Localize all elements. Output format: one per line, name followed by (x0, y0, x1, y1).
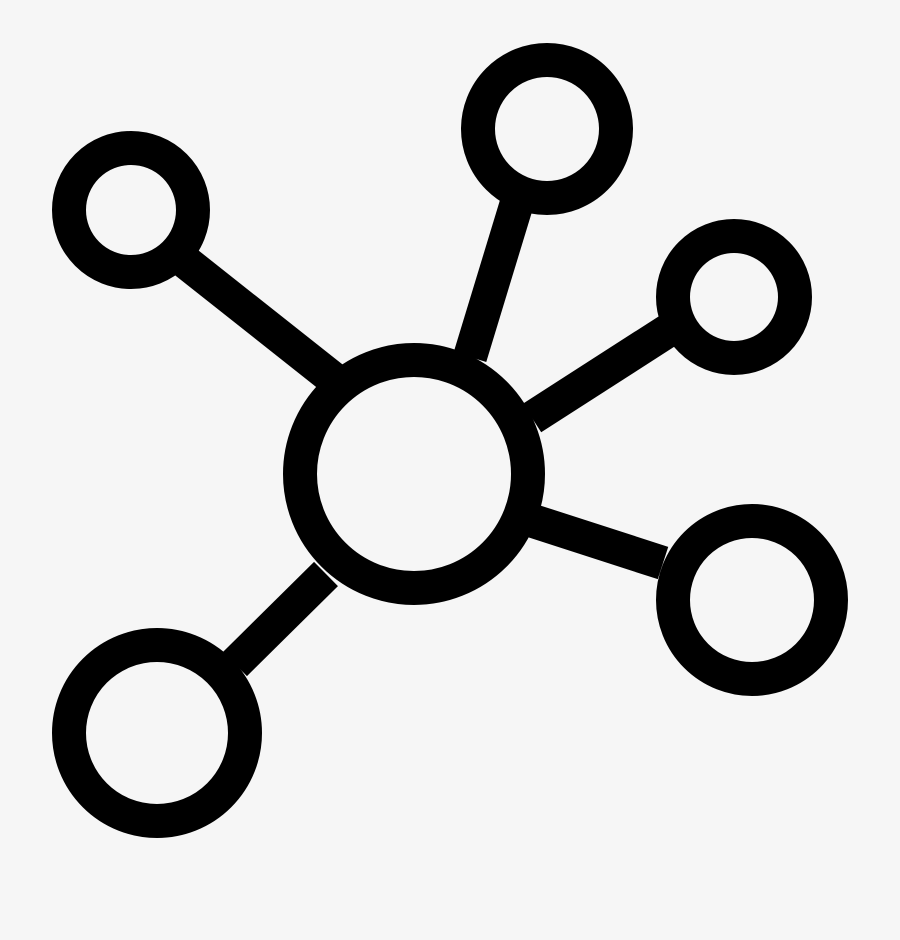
node-right-upper (656, 219, 812, 375)
node-right-lower (656, 504, 848, 696)
connector-right-lower (527, 504, 669, 580)
connector-top-left (157, 234, 347, 395)
node-bottom-left (52, 628, 262, 838)
connectors (157, 191, 682, 677)
node-top (461, 43, 633, 215)
connector-bottom-left (223, 561, 338, 677)
nodes (52, 43, 848, 838)
connector-top (453, 191, 536, 362)
hub-node (283, 343, 545, 605)
node-top-left (52, 131, 210, 289)
connector-right-upper (522, 313, 682, 433)
